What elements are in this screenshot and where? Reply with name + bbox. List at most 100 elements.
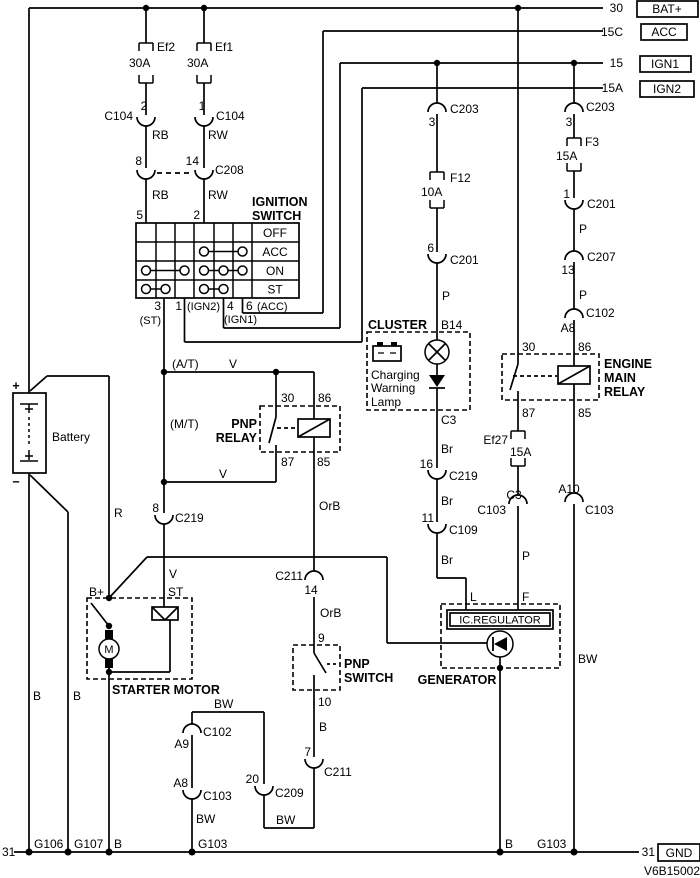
fuse-f3-rating: 15A	[556, 149, 577, 163]
fuse-ef27-rating: 15A	[510, 445, 531, 459]
connector-c209-pin20: 20 C209	[246, 772, 304, 800]
motor-m-label: M	[104, 644, 113, 656]
generator: IC.REGULATOR L F GENERATOR	[418, 590, 561, 687]
ignition-switch: IGNITION SWITCH OFF ACC ON ST 5 2 3 (ST)…	[135, 195, 308, 327]
connector-c201-right: 1 C201	[563, 187, 616, 211]
wire-br-1: Br	[441, 442, 453, 456]
switch-position-st: ST	[267, 283, 283, 297]
emr-pin-87: 87	[522, 406, 536, 420]
pnp-relay-pin-87: 87	[281, 455, 295, 469]
connector-pin: A8	[173, 776, 188, 790]
junction-dots	[25, 4, 578, 856]
wire-v-mt: V	[219, 467, 227, 481]
wire-p-f: P	[522, 549, 530, 563]
bus-15a-number: 15A	[602, 81, 623, 95]
ign2-terminal-box	[639, 80, 695, 98]
wire-rw-lower: RW	[208, 188, 228, 202]
transmission-mt-label: (M/T)	[170, 417, 199, 431]
wires	[14, 7, 639, 853]
connector-pin: 11	[422, 511, 435, 525]
pnp-switch-contact	[313, 645, 337, 690]
connector-name: C102	[203, 725, 232, 739]
battery-label: Battery	[52, 430, 90, 444]
fuse-ef2: Ef2 30A	[129, 40, 175, 84]
emr-title-2: MAIN	[604, 371, 636, 385]
switch-pin-1: 1	[175, 299, 182, 313]
fuse-f12: F12 10A	[421, 171, 471, 209]
ic-regulator-box-inner	[449, 612, 551, 627]
connector-pin: 14	[304, 583, 318, 597]
engine-main-relay-box	[501, 353, 600, 401]
gnd-terminal-box	[657, 843, 700, 862]
connector-name: C201	[587, 197, 616, 211]
connector-pin: A9	[174, 737, 189, 751]
connector-pin: 7	[304, 745, 311, 759]
pnp-switch-title-2: SWITCH	[344, 671, 393, 685]
switch-position-on: ON	[266, 264, 284, 278]
wire-rb-upper: RB	[152, 128, 169, 142]
fuse-f12-rating: 10A	[421, 185, 442, 199]
starter-solenoid	[90, 602, 179, 627]
fuse-ef2-name: Ef2	[157, 40, 175, 54]
bus-30-number: 30	[610, 1, 624, 15]
connector-pin: A8	[561, 321, 576, 335]
wire-br-3: Br	[441, 553, 453, 567]
engine-main-relay-coil	[557, 365, 591, 385]
connector-name: C102	[586, 306, 615, 320]
emr-title-3: RELAY	[604, 385, 646, 399]
ground-31-left: 31	[2, 845, 16, 859]
ign1-terminal-label: IGN1	[651, 57, 679, 71]
ign1-terminal-box	[639, 55, 692, 73]
connector-name: C219	[175, 511, 204, 525]
connector-pin: 2	[141, 99, 148, 113]
pnp-relay-contact	[268, 406, 297, 444]
wire-b-pnp: B	[319, 720, 327, 734]
connector-name: C203	[586, 100, 615, 114]
connectors: 2 C104 1 C104 8 14 C208 8 C219 C211 14 7	[104, 99, 616, 803]
fuse-ef1-name: Ef1	[215, 40, 233, 54]
pnp-switch-pin-10: 10	[318, 695, 332, 709]
battery-icon	[372, 342, 402, 362]
wire-v-st: V	[169, 567, 177, 581]
pnp-switch: 9 10 PNP SWITCH	[292, 631, 393, 709]
battery: + − Battery	[12, 379, 90, 489]
fuse-f12-name: F12	[450, 171, 471, 185]
ground-g103-left: G103	[198, 837, 228, 851]
ground-31-right: 31	[642, 845, 656, 859]
emr-title-1: ENGINE	[604, 357, 652, 371]
ground-g106: G106	[34, 837, 64, 851]
gnd-terminal-label: GND	[666, 846, 693, 860]
ground-g103-right: G103	[537, 837, 567, 851]
connector-name: C219	[449, 469, 478, 483]
cluster-lamp-text-1: Charging	[371, 368, 420, 382]
battery-box	[12, 392, 47, 474]
wire-bw-3: BW	[196, 812, 216, 826]
connector-c103-pinA8: A8 C103	[173, 776, 232, 803]
fuse-f3-name: F3	[585, 135, 599, 149]
connector-name: C104	[216, 109, 245, 123]
bus-15-number: 15	[610, 56, 624, 70]
switch-pin-3-term: (ST)	[140, 315, 161, 327]
connector-pin: 13	[561, 263, 575, 277]
pnp-relay: PNP RELAY 30 86 87 85 (A/T) (M/T)	[170, 357, 341, 469]
cluster-lamp-text-2: Warning	[371, 381, 415, 395]
connector-pin: 8	[152, 501, 159, 515]
emr-pin-30: 30	[522, 340, 536, 354]
connector-c208: 8 14 C208	[135, 154, 244, 180]
connector-name: C207	[587, 250, 616, 264]
generator-pin-f: F	[522, 590, 529, 604]
wire-p-right1: P	[579, 222, 587, 236]
connector-name: C209	[275, 786, 304, 800]
connector-name: C103	[203, 789, 232, 803]
connector-name: C201	[450, 253, 479, 267]
wire-orb-lower: OrB	[320, 606, 341, 620]
connector-c201-mid: 6 C201	[427, 241, 479, 267]
connector-name: C103	[477, 503, 506, 517]
pnp-relay-title-1: PNP	[231, 417, 257, 431]
wire-labels: RB RW RB RW V V V R OrB OrB B Br Br Br P…	[33, 128, 598, 851]
connector-pin: 3	[566, 115, 573, 129]
engine-main-relay: 30 86 87 85 ENGINE MAIN RELAY	[501, 340, 652, 420]
bus-15c-number: 15C	[601, 25, 623, 39]
connector-pin8: 8	[135, 154, 142, 168]
